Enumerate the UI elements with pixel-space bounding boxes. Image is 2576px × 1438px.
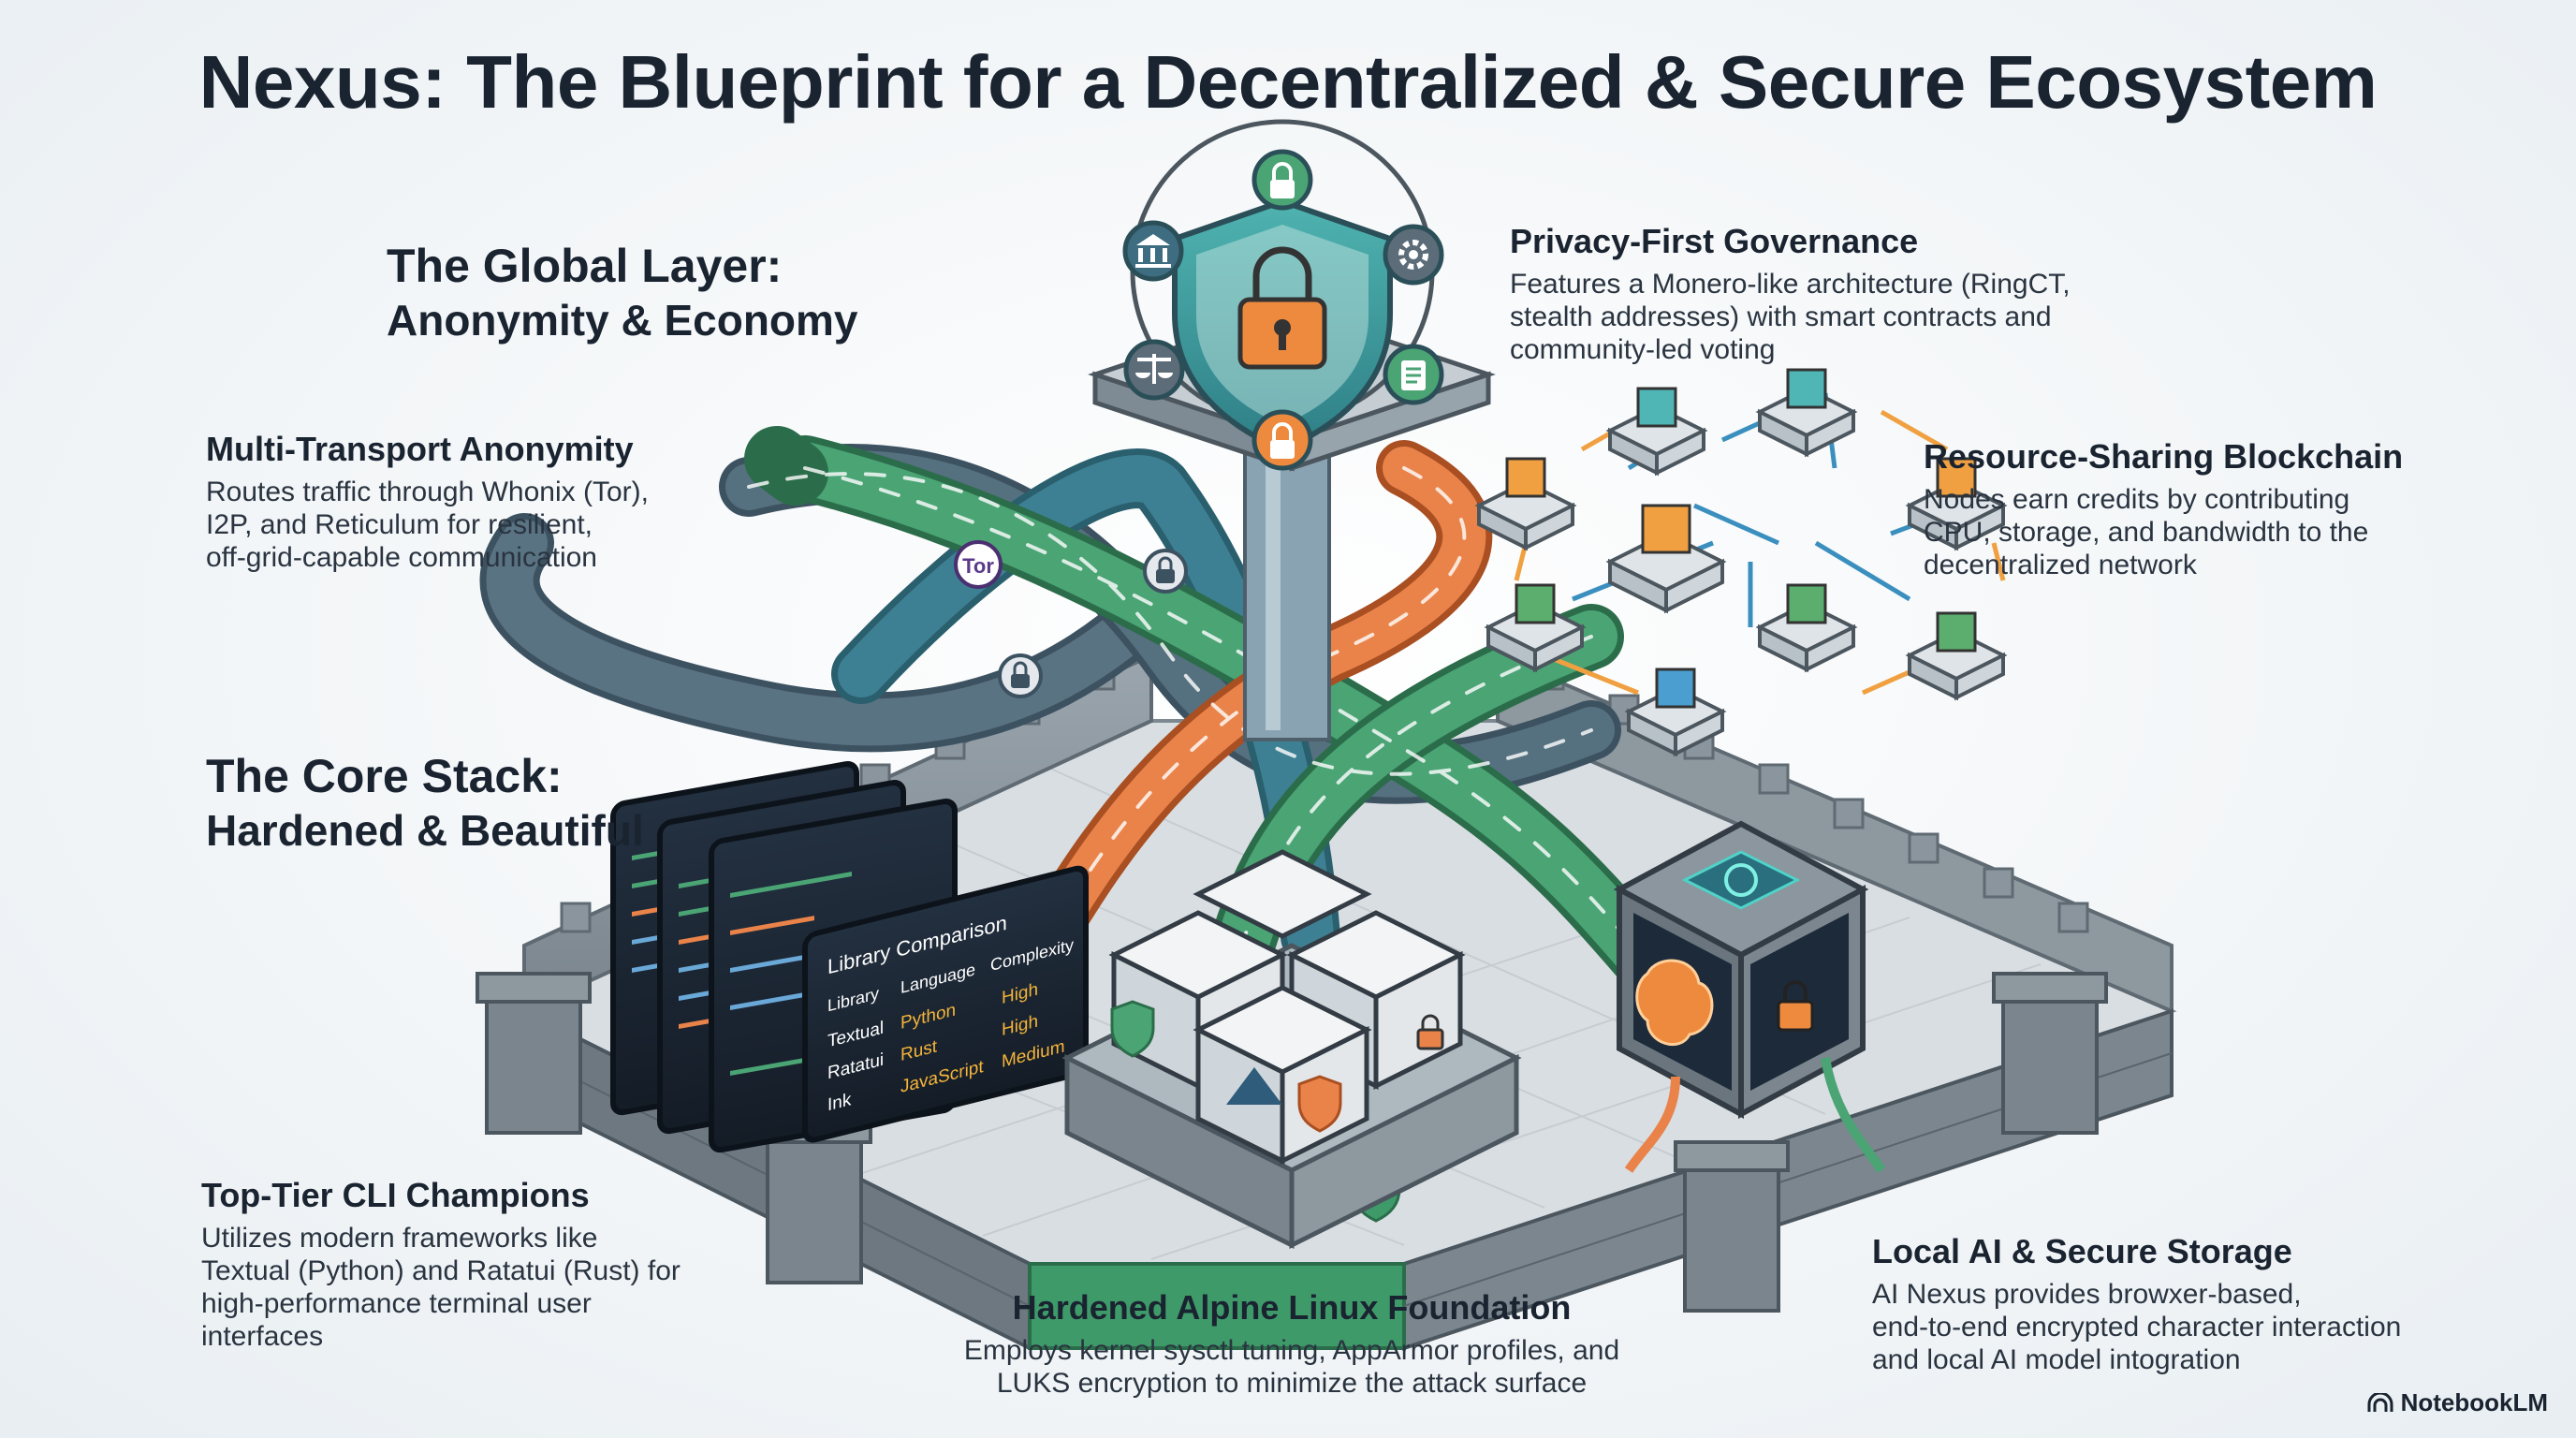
network-node bbox=[1605, 504, 1727, 614]
tor-badge: Tor bbox=[962, 554, 994, 578]
alpine-foundation-line: Employs kernel sysctl tuning, AppArmor p… bbox=[963, 1335, 1620, 1366]
page-title: Nexus: The Blueprint for a Decentralized… bbox=[198, 40, 2378, 124]
network-node bbox=[1755, 583, 1858, 673]
notebooklm-logo-icon bbox=[2367, 1392, 2393, 1412]
network-node bbox=[1605, 387, 1708, 477]
local-ai-line: and local AI model intogration bbox=[1872, 1344, 2241, 1375]
local-ai-line: end-to-end encrypted character interacti… bbox=[1872, 1312, 2402, 1343]
local-ai-line: AI Nexus provides browxer-based, bbox=[1872, 1279, 2302, 1310]
resource-blockchain-line: Nodes earn credits by contributing bbox=[1924, 484, 2350, 515]
padlock-icon bbox=[1416, 1014, 1444, 1050]
tor-badge-group bbox=[954, 540, 1003, 589]
network-node bbox=[1484, 583, 1587, 673]
gear-icon bbox=[1383, 224, 1444, 286]
network-node bbox=[1755, 368, 1858, 458]
green-shield-icon bbox=[1110, 1000, 1155, 1058]
core-stack-line1: The Core Stack: bbox=[206, 750, 563, 802]
multi-transport-line: I2P, and Reticulum for resilient, bbox=[206, 509, 593, 540]
network-node bbox=[1905, 611, 2008, 701]
privacy-governance-line: community-led voting bbox=[1510, 334, 1776, 365]
global-layer-line2: Anonymity & Economy bbox=[387, 296, 858, 345]
shield-lock-icon bbox=[1172, 198, 1393, 453]
resource-blockchain-line: decentralized network bbox=[1924, 550, 2197, 580]
lock-badge-icon bbox=[1143, 549, 1188, 594]
core-stack-line2: Hardened & Beautiful bbox=[206, 806, 644, 855]
document-icon bbox=[1383, 344, 1444, 405]
resource-blockchain-line: CPU, storage, and bandwidth to the bbox=[1924, 517, 2369, 548]
network-node bbox=[1474, 457, 1577, 551]
multi-transport-block: Multi-Transport Anonymity Routes traffic… bbox=[206, 429, 730, 574]
network-node bbox=[1624, 668, 1727, 757]
governance-node-icon bbox=[1251, 149, 1313, 211]
multi-transport-line: Routes traffic through Whonix (Tor), bbox=[206, 477, 649, 507]
cli-champions-line: Utilizes modern frameworks like bbox=[201, 1223, 598, 1254]
network-node bbox=[1905, 457, 2008, 551]
alpine-foundation-block: Hardened Alpine Linux Foundation Employs… bbox=[917, 1287, 1666, 1400]
notebooklm-brand: NotebookLM bbox=[2367, 1388, 2548, 1417]
cli-champions-line: interfaces bbox=[201, 1321, 324, 1352]
multi-transport-line: off-grid-capable communication bbox=[206, 542, 597, 573]
privacy-governance-heading: Privacy-First Governance bbox=[1510, 222, 1919, 260]
scales-icon bbox=[1123, 339, 1185, 401]
privacy-governance-line: Features a Monero-like architecture (Rin… bbox=[1510, 269, 2071, 300]
local-ai-cube bbox=[1613, 820, 1886, 1173]
cli-champions-heading: Top-Tier CLI Champions bbox=[201, 1176, 590, 1214]
alpine-foundation-line: LUKS encryption to minimize the attack s… bbox=[996, 1368, 1588, 1399]
global-layer-heading: The Global Layer: Anonymity & Economy bbox=[387, 239, 858, 347]
local-ai-block: Local AI & Secure Storage AI Nexus provi… bbox=[1872, 1231, 2527, 1376]
cli-champions-line: Textual (Python) and Ratatui (Rust) for bbox=[201, 1255, 681, 1286]
bank-icon bbox=[1122, 220, 1184, 282]
orange-shield-lock-icon bbox=[1297, 1075, 1342, 1133]
brand-label: NotebookLM bbox=[2400, 1388, 2548, 1416]
global-layer-line1: The Global Layer: bbox=[387, 240, 783, 292]
terminal-screens bbox=[610, 761, 1089, 1153]
local-ai-heading: Local AI & Secure Storage bbox=[1872, 1232, 2292, 1270]
multi-transport-heading: Multi-Transport Anonymity bbox=[206, 430, 634, 468]
resource-blockchain-heading: Resource-Sharing Blockchain bbox=[1924, 437, 2404, 476]
cli-champions-block: Top-Tier CLI Champions Utilizes modern f… bbox=[201, 1175, 763, 1353]
privacy-governance-block: Privacy-First Governance Features a Mone… bbox=[1510, 221, 2184, 366]
alpine-core bbox=[1061, 849, 1522, 1250]
alpine-foundation-heading: Hardened Alpine Linux Foundation bbox=[1012, 1288, 1572, 1327]
core-stack-heading: The Core Stack: Hardened & Beautiful bbox=[206, 749, 644, 858]
lock-badge-icon bbox=[998, 653, 1043, 698]
cli-champions-line: high-performance terminal user bbox=[201, 1288, 592, 1319]
privacy-governance-line: stealth addresses) with smart contracts … bbox=[1510, 301, 2052, 332]
voting-lock-icon bbox=[1251, 409, 1313, 471]
resource-blockchain-block: Resource-Sharing Blockchain Nodes earn c… bbox=[1924, 436, 2504, 581]
